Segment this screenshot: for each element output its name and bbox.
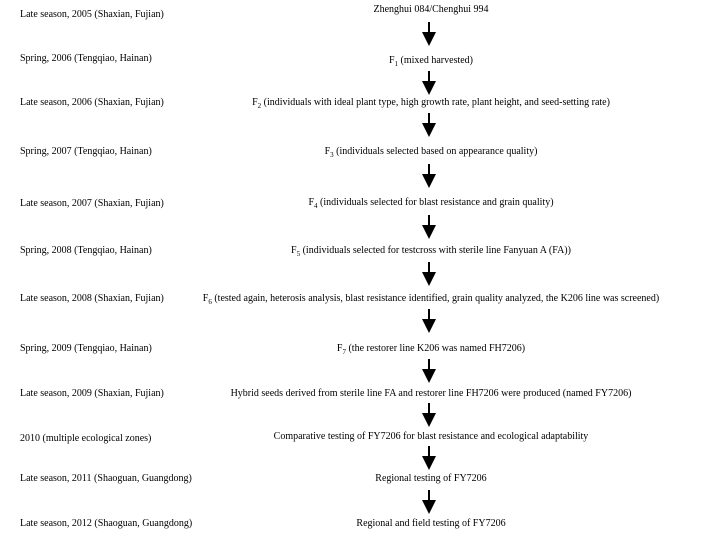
time-label-spring-2009: Spring, 2009 (Tengqiao, Hainan) bbox=[20, 343, 152, 354]
down-arrow-icon bbox=[422, 359, 436, 383]
time-label-2011: Late season, 2011 (Shaoguan, Guangdong) bbox=[20, 473, 192, 484]
step-f4: F4 (individuals selected for blast resis… bbox=[308, 197, 554, 210]
down-arrow-icon bbox=[422, 262, 436, 286]
step-f3: F3 (individuals selected based on appear… bbox=[324, 146, 538, 159]
down-arrow-icon bbox=[422, 446, 436, 470]
time-label-spring-2008: Spring, 2008 (Tengqiao, Hainan) bbox=[20, 245, 152, 256]
time-label-spring-2007: Spring, 2007 (Tengqiao, Hainan) bbox=[20, 146, 152, 157]
time-label-2005: Late season, 2005 (Shaxian, Fujian) bbox=[20, 9, 164, 20]
step-f5: F5 (individuals selected for testcross w… bbox=[291, 245, 571, 258]
step-f7: F7 (the restorer line K206 was named FH7… bbox=[336, 343, 526, 356]
time-label-late-2009: Late season, 2009 (Shaxian, Fujian) bbox=[20, 388, 164, 399]
down-arrow-icon bbox=[422, 164, 436, 188]
step-f6: F6 (tested again, heterosis analysis, bl… bbox=[202, 293, 660, 306]
time-label-late-2008: Late season, 2008 (Shaxian, Fujian) bbox=[20, 293, 164, 304]
down-arrow-icon bbox=[422, 403, 436, 427]
down-arrow-icon bbox=[422, 113, 436, 137]
down-arrow-icon bbox=[422, 22, 436, 46]
step-comparative-testing: Comparative testing of FY7206 for blast … bbox=[273, 431, 589, 442]
step-f2: F2 (individuals with ideal plant type, h… bbox=[252, 97, 610, 110]
time-label-late-2006: Late season, 2006 (Shaxian, Fujian) bbox=[20, 97, 164, 108]
down-arrow-icon bbox=[422, 309, 436, 333]
time-label-2010: 2010 (multiple ecological zones) bbox=[20, 433, 152, 444]
time-label-spring-2006: Spring, 2006 (Tengqiao, Hainan) bbox=[20, 53, 152, 64]
down-arrow-icon bbox=[422, 71, 436, 95]
step-f1: F1 (mixed harvested) bbox=[388, 55, 474, 68]
down-arrow-icon bbox=[422, 215, 436, 239]
time-label-late-2007: Late season, 2007 (Shaxian, Fujian) bbox=[20, 198, 164, 209]
time-label-2012: Late season, 2012 (Shaoguan, Guangdong) bbox=[20, 518, 193, 529]
step-regional-testing: Regional testing of FY7206 bbox=[375, 473, 487, 484]
step-field-testing: Regional and field testing of FY7206 bbox=[356, 518, 506, 529]
step-hybrid-seeds: Hybrid seeds derived from sterile line F… bbox=[230, 388, 632, 399]
down-arrow-icon bbox=[422, 490, 436, 514]
step-parents: Zhenghui 084/Chenghui 994 bbox=[373, 4, 489, 15]
